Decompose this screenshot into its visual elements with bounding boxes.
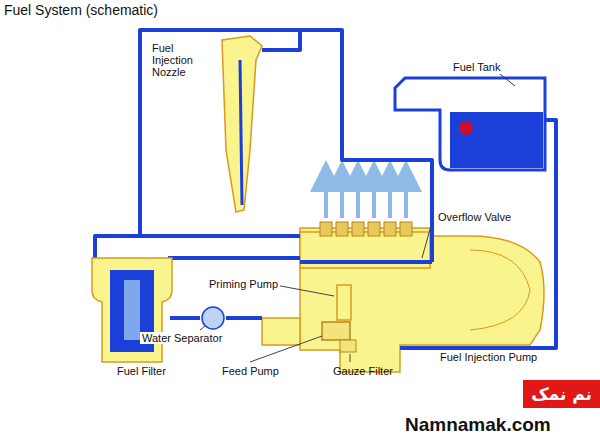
nozzle-bore [240, 60, 242, 205]
water-separator [202, 307, 224, 329]
part-label: Priming Pump [207, 278, 280, 290]
fuel-tank [395, 78, 545, 170]
filter-core [124, 280, 140, 340]
part-label: Water Separator [140, 332, 224, 344]
tank-float [459, 121, 473, 135]
part-label: Feed Pump [222, 365, 279, 377]
part-label: Fuel Filter [117, 365, 166, 377]
part-label: Gauze Filter [333, 365, 393, 377]
part-label: Fuel Injection Pump [438, 351, 539, 363]
injection-pump-body [300, 228, 544, 372]
feed-pump-housing [262, 318, 300, 345]
tank-fuel [450, 112, 543, 168]
part-label: Fuel Injection Nozzle [152, 42, 210, 78]
priming-pump [337, 285, 351, 320]
delivery-arrows [326, 176, 406, 218]
part-label: Overflow Valve [436, 211, 513, 223]
injection-nozzle [222, 36, 262, 212]
leader-lines [200, 222, 432, 362]
watermark-badge: نم نمک [523, 380, 600, 408]
fuel-filter [92, 258, 172, 362]
part-label: Fuel Tank [453, 61, 501, 73]
pump-governor [470, 250, 530, 330]
diagram-title: Fuel System (schematic) [4, 2, 158, 18]
delivery-valves [320, 222, 412, 236]
tank-leader [500, 74, 515, 86]
gauze-filter [340, 340, 356, 352]
watermark-text: نم نمک [531, 384, 592, 404]
feed-pump [322, 322, 350, 340]
watermark-url: Namnamak.com [405, 414, 551, 436]
